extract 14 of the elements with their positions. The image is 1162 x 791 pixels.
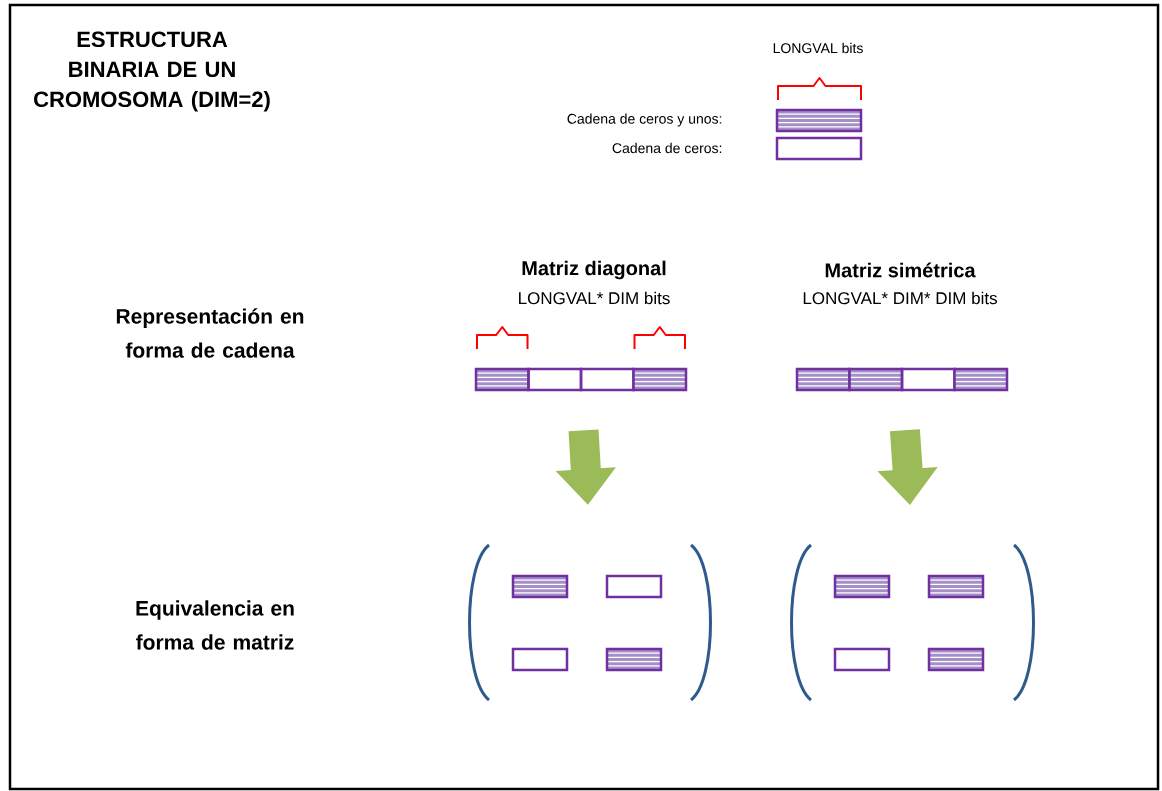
matrix-drawing [468, 544, 712, 701]
heading: Matriz diagonal [522, 260, 666, 280]
matrix-drawing [790, 544, 1035, 701]
legend-entry: Cadena de ceros y unos: [567, 108, 863, 133]
title: ESTRUCTURA BINARIA DE UN CROMOSOMA (DIM=2) [34, 31, 270, 112]
row-label: Representación en forma de cadena [116, 308, 304, 358]
bit-string [474, 367, 688, 392]
subheading: LONGVAL* DIM* DIM bits [803, 291, 997, 305]
subheading: LONGVAL* DIM bits [519, 291, 670, 305]
label: LONGVAL bits [773, 42, 863, 54]
heading: Matriz simétrica [825, 262, 976, 278]
row-label: Equivalencia en forma de matriz [136, 600, 294, 650]
legend-entry: Cadena de ceros: [612, 136, 863, 161]
bit-string [795, 367, 1009, 392]
